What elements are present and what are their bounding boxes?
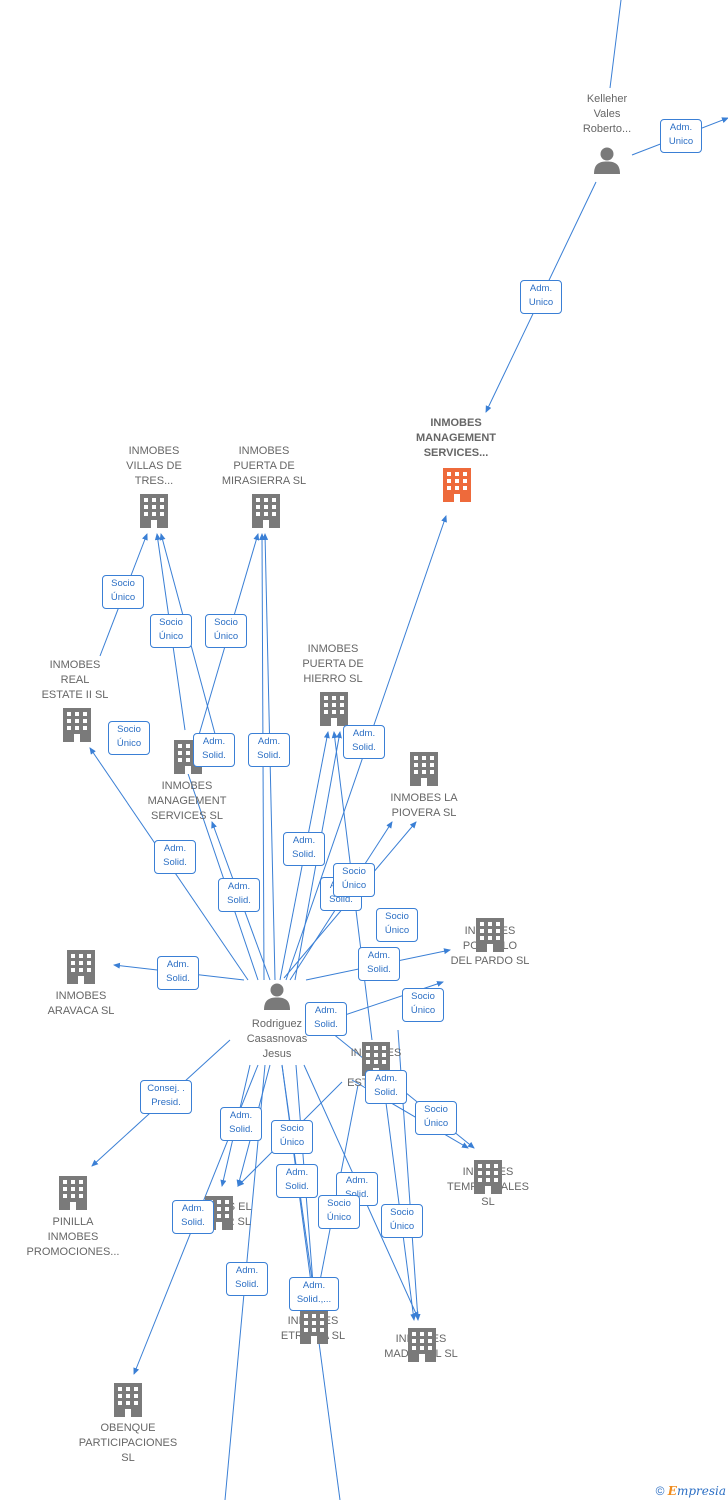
connection-line <box>609 0 622 89</box>
building-icon <box>476 918 504 952</box>
connection-line <box>179 749 259 981</box>
company-node-portillo-del-pardo[interactable]: INMOBES PORTILLO DEL PARDO SL <box>444 918 536 969</box>
node-label: INMOBES MANAGEMENT SERVICES SL <box>147 780 227 822</box>
person-node-kelleher[interactable]: Kelleher Vales Roberto... <box>572 92 642 174</box>
building-icon <box>114 1383 142 1417</box>
copyright-symbol: © <box>655 1484 665 1498</box>
relationship-badge[interactable]: Socio Único <box>150 614 192 648</box>
relationship-badge[interactable]: Adm. Unico <box>520 280 562 314</box>
company-node-management-services-focus[interactable]: INMOBES MANAGEMENT SERVICES... <box>403 416 509 502</box>
building-icon <box>252 494 280 528</box>
relationship-badge[interactable]: Adm. Unico <box>660 119 702 153</box>
building-icon <box>410 752 438 786</box>
relationship-badge[interactable]: Socio Único <box>402 988 444 1022</box>
relationship-badge[interactable]: Socio Único <box>108 721 150 755</box>
building-icon <box>59 1176 87 1210</box>
relationship-badge[interactable]: Adm. Solid. <box>365 1070 407 1104</box>
node-label: PINILLA INMOBES PROMOCIONES... <box>26 1216 120 1258</box>
company-node-aravaca[interactable]: INMOBES ARAVACA SL <box>38 950 124 1019</box>
node-label: INMOBES MANAGEMENT SERVICES... <box>415 417 497 459</box>
relationship-badge[interactable]: Adm. Solid. <box>154 840 196 874</box>
node-label: INMOBES ARAVACA SL <box>47 990 115 1017</box>
node-label: INMOBES PUERTA DE MIRASIERRA SL <box>221 445 307 487</box>
copyright-notice: © Empresia <box>656 1484 726 1498</box>
person-node-rodriguez[interactable]: Rodriguez Casasnovas Jesus <box>236 982 318 1062</box>
relationship-badge[interactable]: Adm. Solid. <box>248 733 290 767</box>
building-icon <box>300 1310 328 1344</box>
relationship-badge[interactable]: Adm. Solid. <box>157 956 199 990</box>
company-node-la-piovera[interactable]: INMOBES LA PIOVERA SL <box>380 752 468 821</box>
relationship-badge[interactable]: Socio Único <box>333 863 375 897</box>
relationship-badge[interactable]: Adm. Solid. <box>305 1002 347 1036</box>
relationship-badge[interactable]: Socio Único <box>102 575 144 609</box>
company-node-management-services-sl[interactable]: INMOBES MANAGEMENT SERVICES SL <box>137 740 237 824</box>
building-icon <box>320 692 348 726</box>
node-label: INMOBES LA PIOVERA SL <box>390 792 458 819</box>
node-label: INMOBES VILLAS DE TRES... <box>126 445 182 487</box>
relationship-badge[interactable]: Adm. Solid. <box>343 725 385 759</box>
relationship-badge[interactable]: Socio Único <box>376 908 418 942</box>
relationship-badge[interactable]: Socio Único <box>271 1120 313 1154</box>
relationship-badge[interactable]: Adm. Solid.,... <box>289 1277 339 1311</box>
company-node-puerta-mirasierra[interactable]: INMOBES PUERTA DE MIRASIERRA SL <box>214 444 314 528</box>
relationship-badge[interactable]: Adm. Solid. <box>276 1164 318 1198</box>
relationship-badge[interactable]: Consej. . Presid. <box>140 1080 192 1114</box>
relationship-badge[interactable]: Adm. Solid. <box>283 832 325 866</box>
relationship-badge[interactable]: Socio Único <box>205 614 247 648</box>
building-icon <box>474 1160 502 1194</box>
node-label: Rodriguez Casasnovas Jesus <box>246 1018 308 1060</box>
company-node-tempranales[interactable]: INMOBES TEMPRANALES SL <box>440 1160 536 1210</box>
company-node-real-estate-ii[interactable]: INMOBES REAL ESTATE II SL <box>30 658 120 742</box>
brand-logo: Empresia <box>667 1484 726 1498</box>
building-icon <box>63 708 91 742</box>
person-icon <box>594 147 620 174</box>
building-icon <box>408 1328 436 1362</box>
node-label: Kelleher Vales Roberto... <box>582 93 632 135</box>
building-icon <box>67 950 95 984</box>
company-node-etruria[interactable]: INMOBES ETRURIA SL <box>272 1310 354 1344</box>
node-label: INMOBES PUERTA DE HIERRO SL <box>302 643 364 685</box>
company-node-obenque[interactable]: OBENQUE PARTICIPACIONES SL <box>70 1383 186 1466</box>
relationship-badge[interactable]: Adm. Solid. <box>172 1200 214 1234</box>
building-icon <box>443 468 471 502</box>
company-node-pinilla[interactable]: PINILLA INMOBES PROMOCIONES... <box>18 1176 128 1260</box>
relationship-badge[interactable]: Socio Único <box>415 1101 457 1135</box>
relationship-badge[interactable]: Adm. Solid. <box>220 1107 262 1141</box>
relationship-badge[interactable]: Socio Único <box>381 1204 423 1238</box>
relationship-badge[interactable]: Adm. Solid. <box>226 1262 268 1296</box>
company-node-villas-de-tres[interactable]: INMOBES VILLAS DE TRES... <box>116 444 192 528</box>
company-node-madrigal[interactable]: INMOBES MADRIGAL SL <box>376 1328 466 1362</box>
relationship-badge[interactable]: Adm. Solid. <box>218 878 260 912</box>
person-icon <box>264 983 290 1010</box>
relationship-badge[interactable]: Adm. Solid. <box>193 733 235 767</box>
company-node-puerta-hierro[interactable]: INMOBES PUERTA DE HIERRO SL <box>293 642 373 726</box>
building-icon <box>140 494 168 528</box>
node-label: OBENQUE PARTICIPACIONES SL <box>78 1422 178 1464</box>
relationship-badge[interactable]: Socio Único <box>318 1195 360 1229</box>
relationship-badge[interactable]: Adm. Solid. <box>358 947 400 981</box>
node-label: INMOBES REAL ESTATE II SL <box>41 659 109 701</box>
